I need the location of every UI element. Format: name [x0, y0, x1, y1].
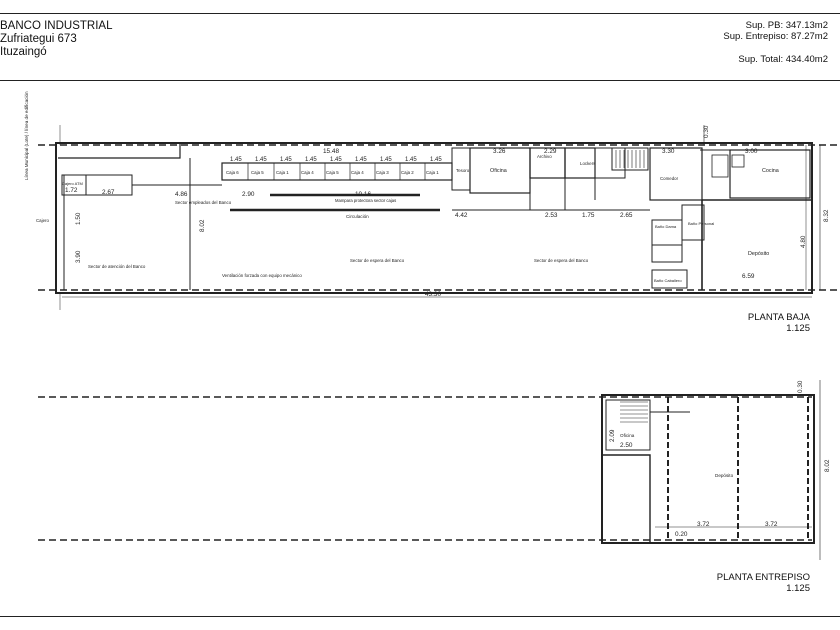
caja-label: Caja 5 [251, 170, 264, 175]
dim-8-02: 8.02 [199, 219, 206, 232]
room-circulacion: Circulación [346, 214, 369, 219]
dim-10-16: 10.16 [355, 191, 371, 198]
side-note: Línea Municipal (Lote) / línea de edific… [24, 91, 29, 180]
dim-43-30: 43.30 [425, 291, 441, 298]
caja-width-dim: 1.45 [305, 157, 317, 163]
caja-width-dim: 1.45 [330, 157, 342, 163]
room-cocina: Cocina [762, 168, 779, 174]
dim-2-90: 2.90 [242, 191, 255, 198]
dim-4-80: 4.80 [800, 235, 807, 248]
room-ventilacion: Ventilación forzada con equipo mecánico [222, 273, 302, 278]
planta-baja-plan [38, 125, 840, 310]
project-city: Ituzaingó [0, 46, 47, 58]
caja-width-dim: 1.45 [230, 157, 242, 163]
room-sector-espera-1: Sector de espera del Banco [350, 258, 405, 263]
planta-baja-dimensions: 1.72 2.67 4.86 2.90 10.16 15.48 4.42 2.5… [65, 125, 830, 298]
planta-entrepiso-title-block: PLANTA ENTREPISO 1.125 [717, 572, 810, 594]
room-cajero-atm: Cajero ATM [62, 181, 83, 186]
ent-room-oficina: Oficina [620, 433, 635, 438]
ent-dim-0-20: 0.20 [675, 531, 688, 538]
area-planta-baja: Sup. PB: 347.13m2 [745, 20, 828, 31]
title-block-left: BANCO INDUSTRIAL Zufriategui 673 Ituzain… [0, 20, 112, 59]
title-block-right: Sup. PB: 347.13m2 Sup. Entrepiso: 87.27m… [723, 20, 828, 65]
caja-width-dim: 1.45 [430, 157, 442, 163]
planta-entrepiso-scale: 1.125 [786, 583, 810, 594]
ent-dim-3-72-b: 3.72 [765, 521, 778, 528]
dim-1-72: 1.72 [65, 187, 78, 194]
caja-label: Caja 3 [376, 170, 389, 175]
sheet-bottom-rule [0, 616, 840, 617]
room-sector-empleados: Sector empleados del Banco [175, 200, 232, 205]
dim-2-29: 2.29 [544, 148, 557, 155]
area-total: Sup. Total: 434.40m2 [738, 54, 828, 65]
dim-3-00: 3.00 [745, 148, 758, 155]
caja-label: Caja 4 [351, 170, 364, 175]
room-bano-caballero: Baño Caballero [654, 278, 682, 283]
project-name: BANCO INDUSTRIAL [0, 20, 113, 32]
project-address: Zufriategui 673 [0, 33, 77, 45]
caja-width-dim: 1.45 [405, 157, 417, 163]
room-bano-dama: Baño Dama [655, 224, 677, 229]
dim-4-42: 4.42 [455, 212, 468, 219]
room-sector-espera-2: Sector de espera del Banco [534, 258, 589, 263]
dim-6-59: 6.59 [742, 273, 755, 280]
planta-baja-title-block: PLANTA BAJA 1.125 [748, 312, 810, 334]
title-block-bottom-rule [0, 80, 840, 81]
dim-3-30: 3.30 [662, 148, 675, 155]
dim-2-53: 2.53 [545, 212, 558, 219]
planta-entrepiso-title: PLANTA ENTREPISO [716, 572, 810, 583]
ent-dim-2-09: 2.09 [609, 429, 616, 442]
ent-dim-0-30: 0.30 [797, 380, 804, 393]
caja-label: Caja 5 [326, 170, 339, 175]
room-deposito: Depósito [748, 251, 769, 257]
dim-0-30: 0.30 [703, 125, 710, 138]
dim-8-32: 8.32 [823, 209, 830, 222]
room-mampara: Mampara protectora sector cajas [335, 198, 396, 203]
caja-label: Caja 1 [426, 170, 439, 175]
title-block-top-rule [0, 13, 840, 14]
dim-1-50: 1.50 [75, 212, 82, 225]
caja-label: Caja 1 [276, 170, 289, 175]
planta-baja-title: PLANTA BAJA [747, 312, 810, 323]
caja-width-dim: 1.45 [380, 157, 392, 163]
room-archivo: Archivo [537, 154, 552, 159]
room-cajero: Cajero [36, 218, 49, 223]
caja-label: Caja 6 [226, 170, 239, 175]
caja-width-dim: 1.45 [280, 157, 292, 163]
planta-entrepiso-plan [38, 380, 821, 560]
dim-2-67: 2.67 [102, 189, 115, 196]
ent-dim-3-72-a: 3.72 [697, 521, 710, 528]
room-lockers: Lockers [580, 161, 596, 166]
caja-label: Caja 2 [401, 170, 414, 175]
caja-label: Caja 4 [301, 170, 314, 175]
dim-3-26: 3.26 [493, 148, 506, 155]
room-oficina: Oficina [490, 168, 507, 174]
room-sector-atencion: Sector de atención del Banco [88, 264, 146, 269]
planta-entrepiso-labels: Oficina Depósito 3.72 3.72 2.50 0.20 8.0… [609, 380, 831, 538]
room-bano-personal: Baño Personal [688, 221, 714, 226]
caja-width-dim: 1.45 [255, 157, 267, 163]
ent-room-deposito: Depósito [715, 473, 734, 478]
dim-1-75: 1.75 [582, 212, 595, 219]
dim-4-86: 4.86 [175, 191, 188, 198]
dim-3-90: 3.90 [75, 250, 82, 263]
planta-baja-scale: 1.125 [786, 323, 810, 334]
caja-width-dim: 1.45 [355, 157, 367, 163]
planta-baja-labels: Línea Municipal (Lote) / línea de edific… [24, 91, 830, 298]
dim-2-65: 2.65 [620, 212, 633, 219]
area-entrepiso: Sup. Entrepiso: 87.27m2 [723, 31, 828, 42]
dim-15-48: 15.48 [323, 148, 339, 155]
ent-dim-2-50: 2.50 [620, 442, 633, 449]
room-tesoro: Tesoro [456, 168, 470, 173]
ent-dim-8-02: 8.02 [824, 459, 831, 472]
room-comedor: Comedor [660, 176, 679, 181]
